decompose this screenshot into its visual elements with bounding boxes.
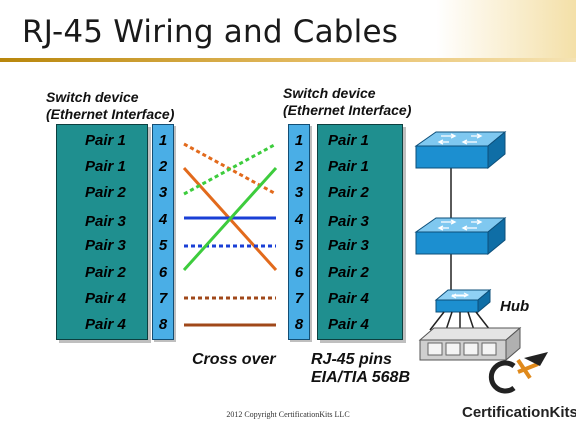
title-underline <box>0 58 576 62</box>
pair-label: Pair 4 <box>85 290 126 307</box>
pair-label: Pair 3 <box>85 213 126 230</box>
pin-number: 2 <box>158 158 168 175</box>
standard-label: EIA/TIA 568B <box>311 369 410 386</box>
wire-pin-3-to-1 <box>183 142 277 196</box>
pair-label: Pair 3 <box>85 237 126 254</box>
pin-number: 7 <box>294 290 304 307</box>
pair-label: Pair 1 <box>328 158 369 175</box>
wire-group <box>182 142 278 327</box>
pair-label: Pair 4 <box>85 316 126 333</box>
left-device-line1: Switch device <box>46 89 139 105</box>
pin-number: 6 <box>158 264 168 281</box>
switch-icon <box>414 130 507 170</box>
pin-number: 8 <box>158 316 168 333</box>
pin-number: 6 <box>294 264 304 281</box>
brand-name: CertificationKits <box>462 404 576 421</box>
pin-number: 1 <box>294 132 304 149</box>
right-pin-column: 1 2 3 4 5 6 7 8 <box>288 124 310 340</box>
left-device-line2: (Ethernet Interface) <box>46 106 175 122</box>
hub-icon <box>429 288 492 331</box>
left-ethernet-interface: Pair 1 Pair 1 Pair 2 Pair 3 Pair 3 Pair 2 Pair… <box>56 124 148 340</box>
patch-panel-icon <box>418 326 522 362</box>
crossover-label: Cross over <box>192 351 276 368</box>
pin-number: 5 <box>158 237 168 254</box>
pair-label: Pair 1 <box>85 158 126 175</box>
right-device-line2: (Ethernet Interface) <box>283 102 412 118</box>
pair-label: Pair 1 <box>328 132 369 149</box>
pair-label: Pair 3 <box>328 213 369 230</box>
right-device-label: Switch device (Ethernet Interface) <box>283 85 411 119</box>
copyright-footer: 2012 Copyright CertificationKits LLC <box>226 410 350 419</box>
pin-number: 4 <box>158 211 168 228</box>
pin-number: 7 <box>158 290 168 307</box>
pin-number: 3 <box>294 184 304 201</box>
pin-number: 1 <box>158 132 168 149</box>
pair-label: Pair 2 <box>328 184 369 201</box>
switch-icon <box>414 216 507 256</box>
pair-label: Pair 1 <box>85 132 126 149</box>
pins-label: RJ-45 pins <box>311 351 392 368</box>
pair-label: Pair 4 <box>328 316 369 333</box>
pin-number: 5 <box>294 237 304 254</box>
right-ethernet-interface: Pair 1 Pair 1 Pair 2 Pair 3 Pair 3 Pair 2 Pair… <box>317 124 403 340</box>
hub-label: Hub <box>500 298 530 315</box>
pair-label: Pair 3 <box>328 237 369 254</box>
pair-label: Pair 4 <box>328 290 369 307</box>
pin-number: 2 <box>294 158 304 175</box>
pair-label: Pair 2 <box>85 264 126 281</box>
pin-number: 4 <box>294 211 304 228</box>
left-pin-column: 1 2 3 4 5 6 7 8 <box>152 124 174 340</box>
pair-label: Pair 2 <box>85 184 126 201</box>
slide-title: RJ-45 Wiring and Cables <box>22 14 399 50</box>
right-device-line1: Switch device <box>283 85 376 101</box>
pin-number: 3 <box>158 184 168 201</box>
left-device-label: Switch device (Ethernet Interface) <box>46 89 174 123</box>
pair-label: Pair 2 <box>328 264 369 281</box>
pin-number: 8 <box>294 316 304 333</box>
title-corner-gradient <box>436 0 576 58</box>
wire-pin-6-to-2 <box>182 166 278 272</box>
certificationkits-logo-icon <box>488 352 548 394</box>
